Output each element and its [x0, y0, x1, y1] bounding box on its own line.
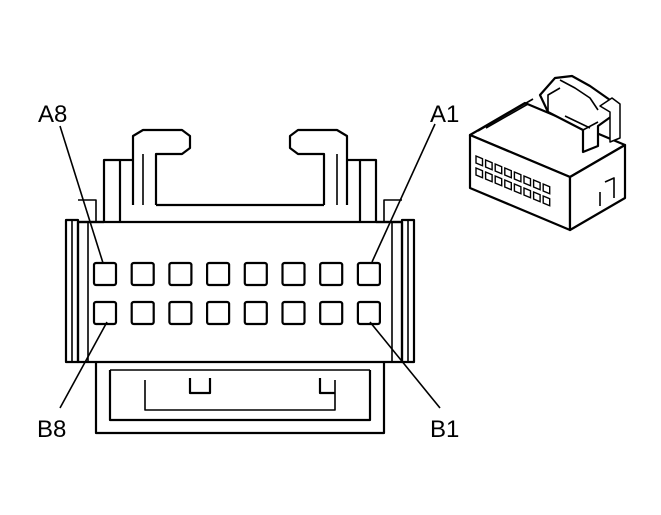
pin-cavity: [168, 300, 193, 326]
left-side-rail: [64, 218, 104, 364]
iso-pin-cavity: [523, 174, 532, 187]
pin-cavity: [206, 300, 231, 326]
pin-cavity: [168, 261, 193, 287]
pin-cavity: [206, 261, 231, 287]
pin-cavity: [356, 261, 381, 287]
iso-pin-cavity-grid: [475, 154, 551, 207]
pin-cavity: [319, 300, 344, 326]
connector-isometric-view: [468, 74, 627, 232]
leader-line-b1: [369, 321, 441, 409]
iso-pin-cavity: [475, 166, 484, 179]
top-latch-right: [288, 128, 362, 222]
pin-cavity-grid: [92, 261, 381, 326]
top-latch-left: [118, 128, 192, 222]
pin-cavity: [92, 300, 118, 326]
left-shoulder: [102, 158, 120, 222]
pin-cavity: [281, 300, 306, 326]
pin-cavity: [130, 261, 155, 287]
iso-pin-cavity: [523, 186, 532, 199]
iso-pin-cavity: [494, 162, 503, 175]
iso-pin-cavity: [494, 174, 503, 187]
pin-cavity: [92, 261, 118, 287]
label-b8: B8: [37, 416, 66, 443]
right-shoulder: [360, 158, 378, 222]
pin-cavity: [243, 261, 268, 287]
iso-right-face: [568, 143, 627, 232]
iso-pin-cavity: [504, 178, 512, 191]
pin-cavity: [243, 300, 268, 326]
iso-pin-cavity: [513, 182, 522, 195]
pin-cavity: [281, 261, 306, 287]
leader-line-a1: [371, 123, 436, 263]
pin-cavity: [130, 300, 155, 326]
iso-pin-cavity: [475, 154, 484, 167]
leader-line-a8: [59, 125, 104, 264]
iso-latch: [538, 74, 621, 154]
label-b1: B1: [430, 416, 459, 443]
iso-pin-cavity: [513, 170, 522, 183]
label-a8: A8: [38, 101, 67, 128]
leader-line-b8: [59, 321, 108, 409]
connector-housing: [76, 220, 404, 364]
iso-pin-cavity: [484, 170, 493, 183]
pin-cavity: [356, 300, 381, 326]
iso-pin-cavity: [532, 190, 541, 203]
pin-cavity: [319, 261, 344, 287]
label-a1: A1: [430, 101, 459, 128]
iso-pin-cavity: [542, 182, 551, 195]
bottom-skirt: [94, 362, 386, 435]
iso-pin-cavity: [484, 158, 493, 171]
connector-face-view: A8 A1 B8 B1: [37, 101, 459, 443]
iso-pin-cavity: [542, 194, 551, 207]
iso-pin-cavity: [504, 166, 512, 179]
iso-pin-cavity: [532, 178, 541, 191]
